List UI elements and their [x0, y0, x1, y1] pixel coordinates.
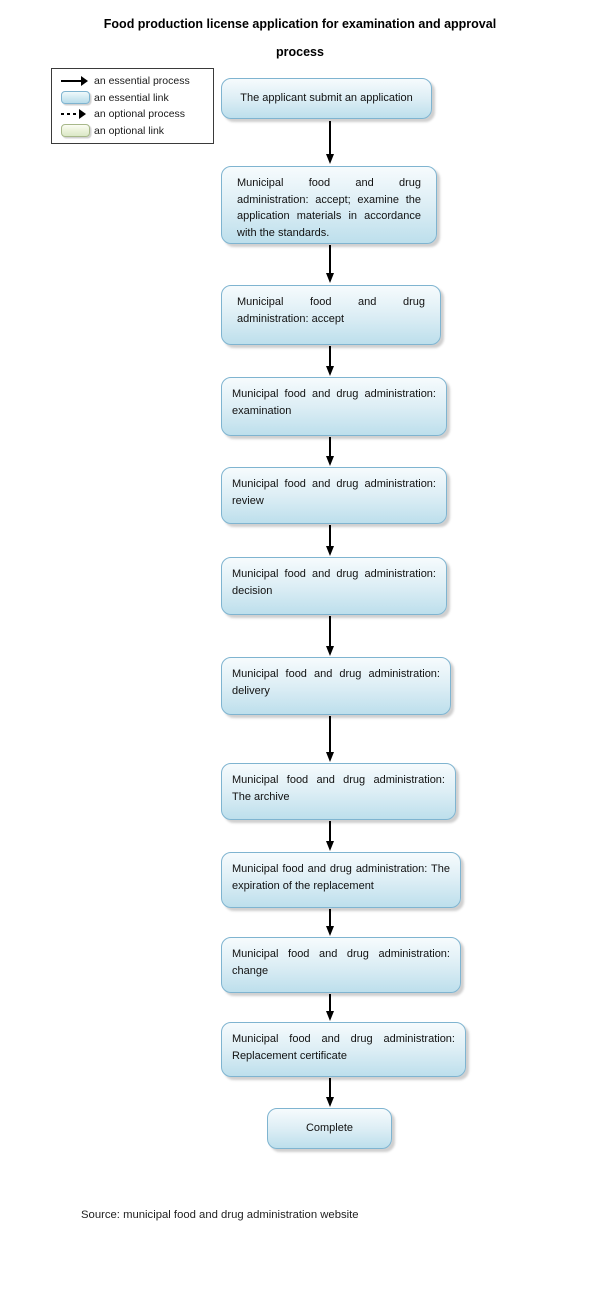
legend-symbol-cell	[58, 76, 94, 86]
flow-node-replacement-certificate: Municipal food and drug administration: …	[221, 1022, 466, 1077]
flow-node-change: Municipal food and drug administration: …	[221, 937, 461, 993]
legend-item-label: an optional link	[94, 124, 165, 137]
legend-item-essential-process: an essential process	[58, 75, 208, 87]
legend-item-label: an essential process	[94, 75, 190, 87]
flow-node-complete: Complete	[267, 1108, 392, 1149]
flow-node-applicant-submit: The applicant submit an application	[221, 78, 432, 119]
flow-node-expiration-replacement: Municipal food and drug administration: …	[221, 852, 461, 908]
legend: an essential process an essential link a…	[51, 68, 214, 144]
essential-link-swatch-icon	[61, 91, 90, 104]
flow-node-accept: Municipal food and drug administration: …	[221, 285, 441, 345]
flow-node-delivery: Municipal food and drug administration: …	[221, 657, 451, 715]
legend-item-label: an essential link	[94, 91, 169, 104]
optional-process-arrow-icon	[61, 109, 86, 119]
flow-arrow-3-4	[325, 346, 334, 376]
flow-arrow-2-3	[325, 245, 334, 283]
optional-link-swatch-icon	[61, 124, 90, 137]
legend-symbol-cell	[58, 109, 94, 119]
flow-arrow-9-10	[325, 909, 334, 936]
legend-symbol-cell	[58, 124, 94, 137]
page-title: Food production license application for …	[0, 10, 600, 66]
legend-item-essential-link: an essential link	[58, 91, 208, 104]
flow-arrow-11-12	[325, 1078, 334, 1107]
flow-node-accept-examine: Municipal food and drug administration: …	[221, 166, 437, 244]
flow-arrow-8-9	[325, 821, 334, 851]
legend-item-label: an optional process	[94, 108, 186, 120]
flow-arrow-5-6	[325, 525, 334, 556]
legend-item-optional-link: an optional link	[58, 124, 208, 137]
flow-arrow-1-2	[325, 121, 334, 164]
source-note: Source: municipal food and drug administ…	[81, 1209, 359, 1221]
flow-node-decision: Municipal food and drug administration: …	[221, 557, 447, 615]
page-title-line1: Food production license application for …	[103, 17, 497, 31]
flow-arrow-6-7	[325, 616, 334, 656]
flow-arrow-7-8	[325, 716, 334, 762]
legend-symbol-cell	[58, 91, 94, 104]
flow-node-review: Municipal food and drug administration: …	[221, 467, 447, 524]
flow-arrow-10-11	[325, 994, 334, 1021]
legend-item-optional-process: an optional process	[58, 108, 208, 120]
flow-node-examination: Municipal food and drug administration: …	[221, 377, 447, 436]
flow-node-archive: Municipal food and drug administration: …	[221, 763, 456, 820]
page-title-line2: process	[276, 45, 324, 59]
essential-process-arrow-icon	[61, 76, 88, 86]
flow-arrow-4-5	[325, 437, 334, 466]
